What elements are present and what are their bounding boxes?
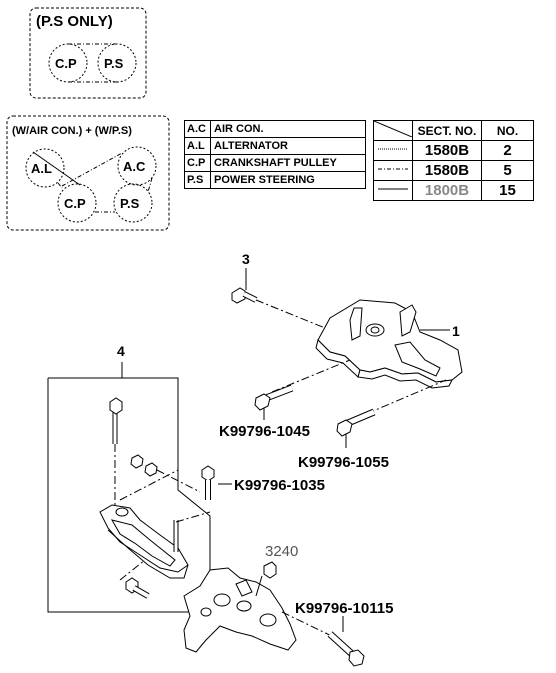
bolt-1055-callout: K99796-1055 [298, 454, 389, 471]
ac-pulley [117, 146, 157, 186]
legend-name: POWER STEERING [210, 171, 366, 189]
part-4-callout: 4 [117, 343, 125, 359]
diagonal-line [373, 120, 413, 138]
legend-name: AIR CON. [210, 120, 366, 138]
ps-only-title: (P.S ONLY) [36, 13, 113, 30]
part-3240-callout: 3240 [265, 543, 298, 560]
bolt-k99796-1035: K99796-1035 [201, 465, 325, 500]
bolt-1035-callout: K99796-1035 [234, 477, 325, 494]
bolt-10115-callout: K99796-10115 [295, 600, 393, 617]
part-3-callout: 3 [242, 251, 250, 267]
line-style-solid [373, 180, 413, 201]
legend-code: A.C [184, 120, 211, 138]
section-row: 1580B 2 [373, 140, 534, 161]
section-header-row: SECT. NO. NO. [373, 120, 534, 141]
legend-name: ALTERNATOR [210, 137, 366, 155]
no-header: NO. [481, 120, 534, 141]
ps-pulley-label: P.S [104, 56, 124, 71]
sect-no-value: 1580B [412, 160, 482, 181]
line-style-dash-dot [373, 160, 413, 181]
line-style-header [373, 120, 413, 141]
part-1-callout: 1 [452, 323, 460, 339]
al-pulley-label: A.L [31, 161, 52, 176]
legend-code: A.L [184, 137, 211, 155]
section-row: 1580B 5 [373, 160, 534, 181]
air-ps-belt-box: (W/AIR CON.) + (W/P.S) A.L A.C C.P P.S [6, 115, 170, 231]
al-pulley [25, 148, 65, 188]
sect-no-value: 1580B [412, 140, 482, 161]
bolt-k99796-1045: K99796-1045 [219, 359, 351, 440]
no-value: 5 [481, 160, 534, 181]
air-ps-title: (W/AIR CON.) + (W/P.S) [12, 125, 132, 137]
part-4-assembly: 4 [47, 343, 211, 613]
bolt-k99796-10115: K99796-10115 [281, 600, 393, 667]
legend-row: P.S POWER STEERING [184, 171, 366, 189]
bolt-1045-callout: K99796-1045 [219, 423, 310, 440]
no-value: 15 [481, 180, 534, 201]
legend-code: C.P [184, 154, 211, 172]
legend-row: A.C AIR CON. [184, 120, 366, 138]
ps-only-belt-box: (P.S ONLY) C.P P.S [29, 7, 147, 99]
ps-pulley-label: P.S [120, 196, 140, 211]
cp-pulley [57, 183, 97, 223]
line-style-dotted [373, 140, 413, 161]
legend-name: CRANKSHAFT PULLEY [210, 154, 366, 172]
bolt-k99796-1055: K99796-1055 [298, 379, 447, 471]
section-number-table: SECT. NO. NO. 1580B 2 1580B 5 1800B 15 [373, 120, 534, 201]
ac-pulley-label: A.C [123, 159, 146, 174]
sect-no-value: 1800B [412, 180, 482, 201]
no-value: 2 [481, 140, 534, 161]
legend-row: C.P CRANKSHAFT PULLEY [184, 154, 366, 172]
pulley-legend-table: A.C AIR CON. A.L ALTERNATOR C.P CRANKSHA… [184, 120, 366, 189]
cp-pulley-label: C.P [64, 196, 86, 211]
cp-pulley-label: C.P [55, 56, 77, 71]
pump-bracket [183, 567, 297, 653]
legend-row: A.L ALTERNATOR [184, 137, 366, 155]
section-row: 1800B 15 [373, 180, 534, 201]
part-1-bracket: 1 [315, 299, 463, 389]
part-3-bolt: 3 [231, 251, 331, 331]
part-3240: 3240 [263, 543, 298, 579]
legend-code: P.S [184, 171, 211, 189]
sect-no-header: SECT. NO. [412, 120, 482, 141]
ps-pulley [113, 183, 153, 223]
